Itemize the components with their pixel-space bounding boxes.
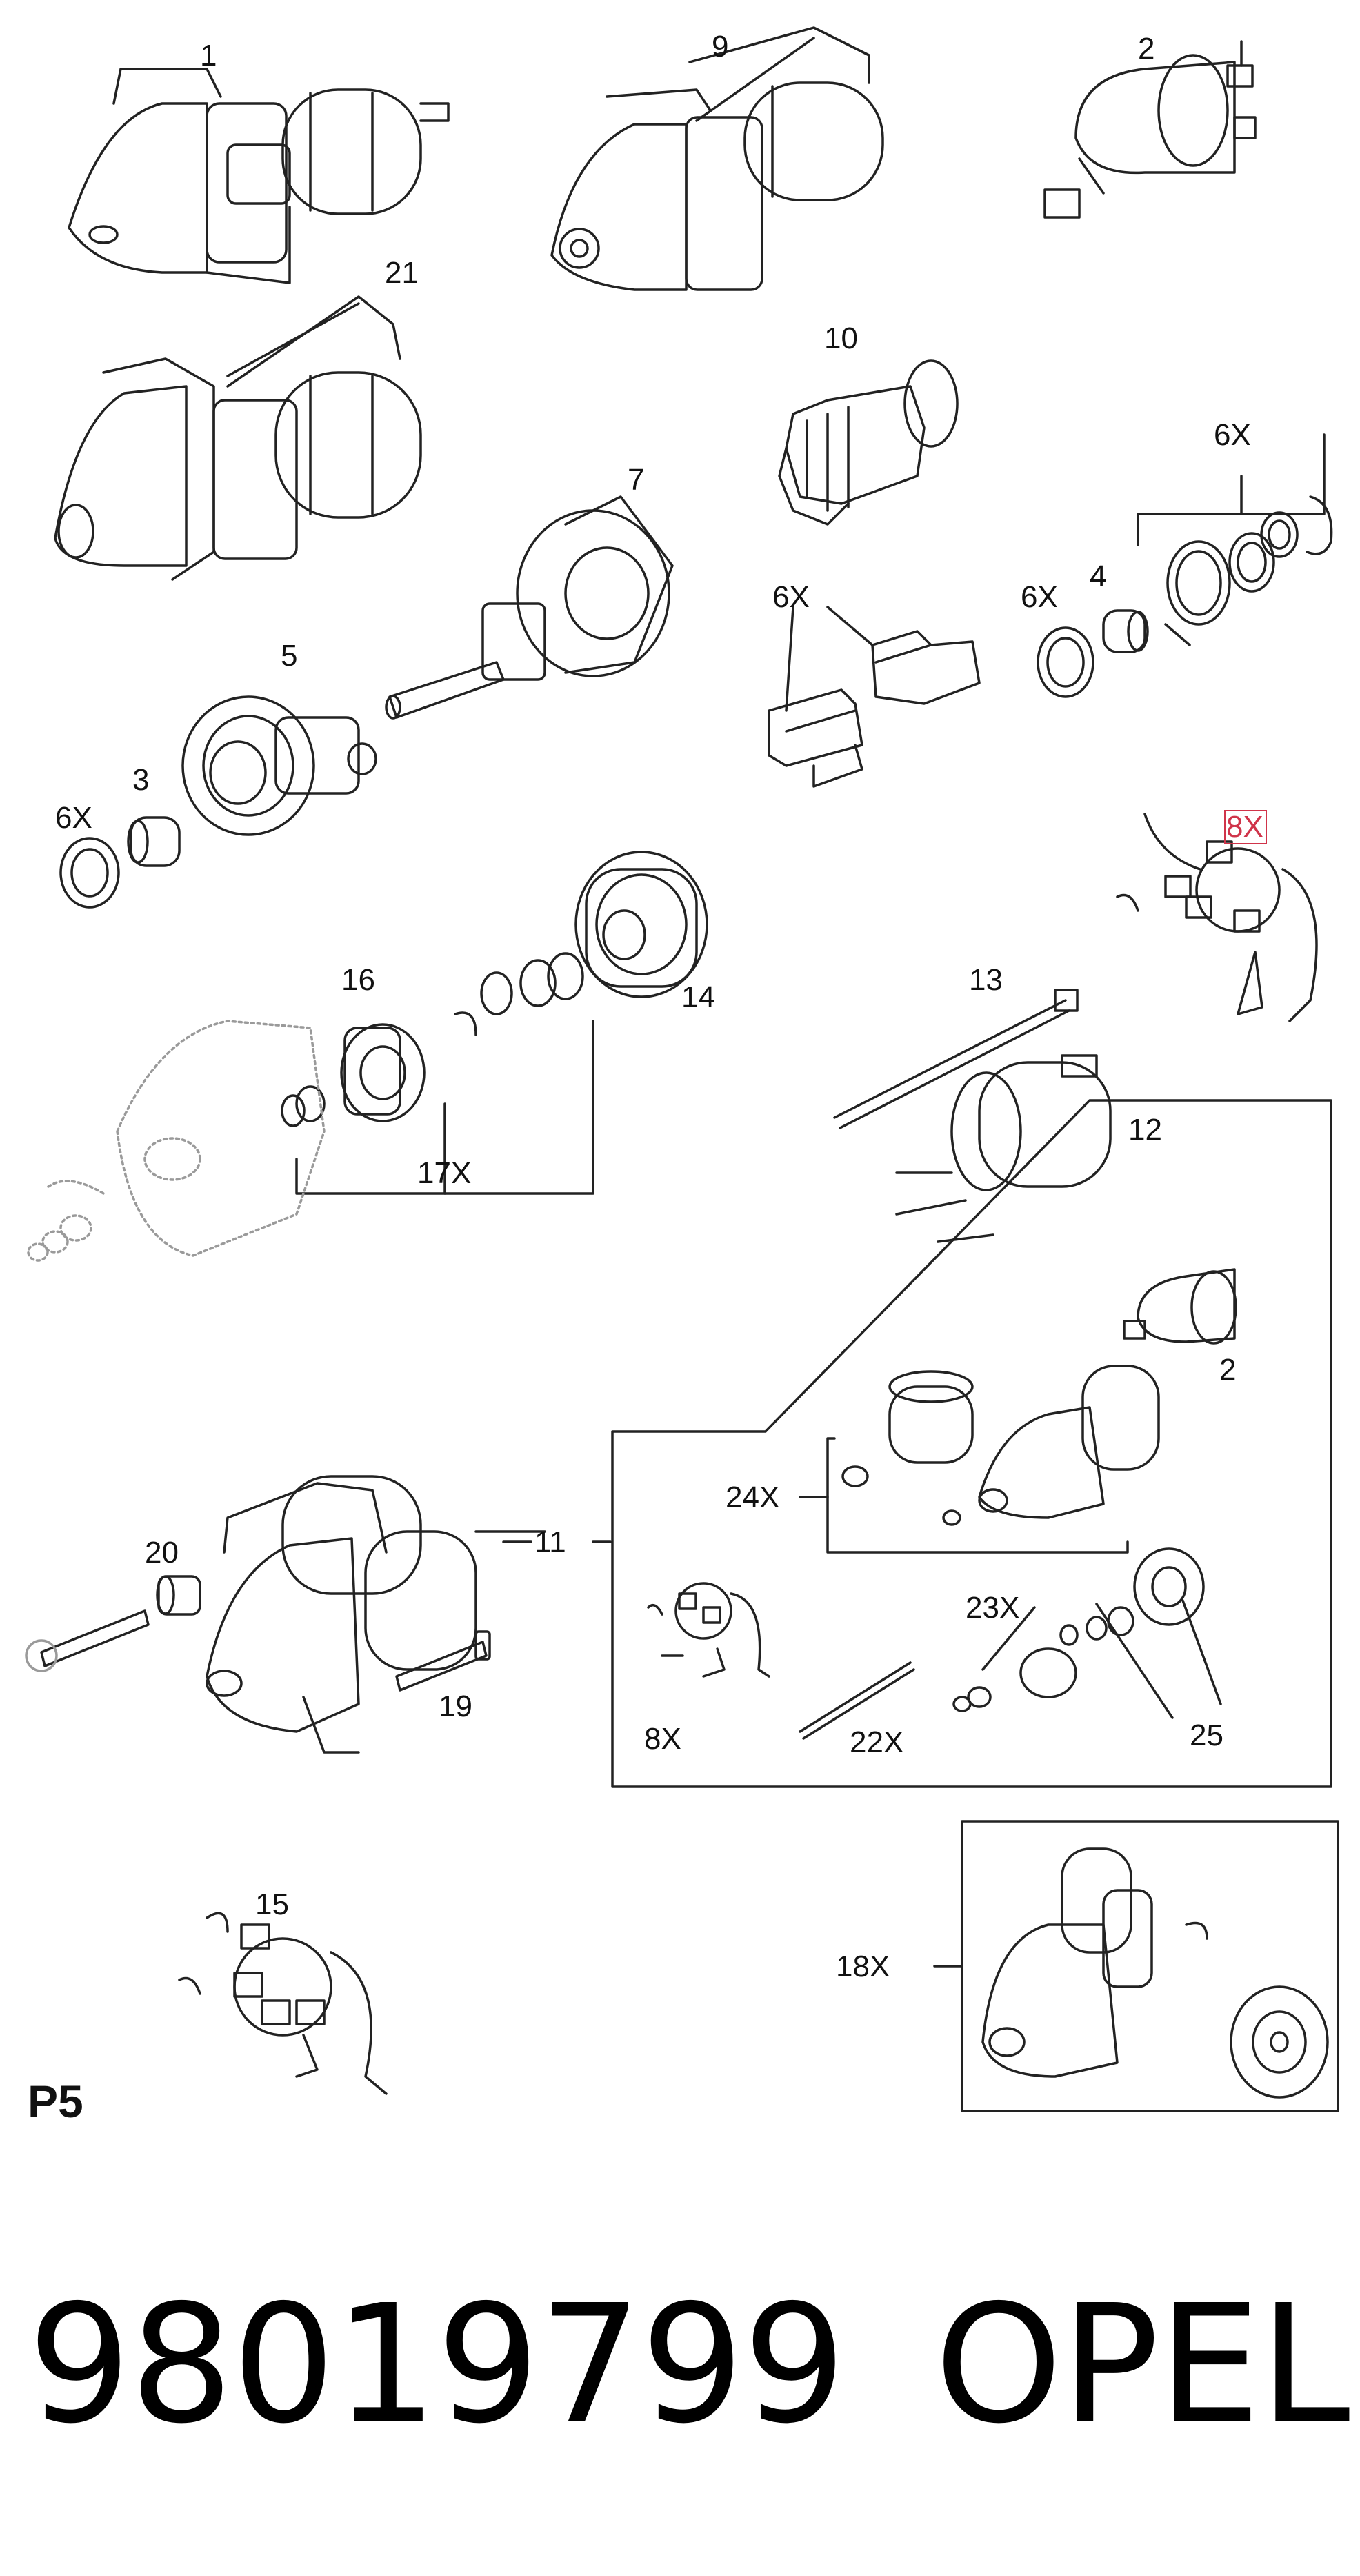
brush-holder-8x (1116, 813, 1318, 1022)
bushing-4 (1102, 609, 1149, 653)
armature-7 (385, 495, 674, 720)
callout-8x-highlighted[interactable]: 8X (1226, 810, 1263, 844)
callout-21: 21 (385, 256, 419, 290)
callout-8x-lower: 8X (644, 1722, 681, 1756)
callout-24x: 24X (726, 1480, 779, 1514)
washer-6x-left (59, 837, 120, 909)
solenoid-2 (1043, 40, 1257, 219)
kit-24x-parts (841, 1365, 1160, 1526)
bushing-3 (127, 816, 181, 867)
callout-18x: 18X (836, 1950, 890, 1983)
pinion-gear-5 (181, 695, 377, 836)
callout-19: 19 (439, 1690, 472, 1723)
ring-set-6x (1137, 433, 1333, 626)
brand-name: OPEL (934, 2270, 1350, 2459)
kit-box-18x (933, 1820, 1339, 2112)
callout-5: 5 (281, 639, 297, 673)
page-label: P5 (28, 2076, 83, 2127)
highlight-box (1224, 810, 1267, 844)
callout-1: 1 (200, 39, 217, 72)
callout-14: 14 (681, 980, 715, 1014)
callout-10: 10 (824, 321, 858, 355)
callout-2-mid: 2 (1219, 1353, 1236, 1387)
callout-7: 7 (628, 463, 644, 497)
kit-23x-parts (799, 1547, 1222, 1740)
callout-6x-clip: 6X (772, 580, 810, 614)
callout-23x: 23X (966, 1591, 1019, 1625)
starter-motor-11 (206, 1475, 546, 1754)
clip-6x (768, 688, 863, 788)
callout-4: 4 (1090, 559, 1106, 593)
seal-ring-6x (1037, 626, 1094, 698)
solenoid-2-mid (1123, 1268, 1237, 1345)
brush-plate-8x-kit (647, 1582, 770, 1678)
bolt-20 (25, 1609, 150, 1672)
callout-2: 2 (1138, 32, 1154, 66)
callout-16: 16 (341, 963, 375, 997)
stud-19 (395, 1630, 491, 1692)
kit-box-11 (611, 1099, 1332, 1788)
solenoid-12 (895, 1054, 1112, 1243)
callout-20: 20 (145, 1536, 179, 1569)
drive-pinion-10 (778, 359, 959, 526)
callout-3: 3 (132, 763, 149, 797)
pinion-16 (340, 1023, 426, 1122)
starter-motor-21 (54, 295, 422, 581)
callout-9: 9 (712, 30, 728, 63)
callout-12: 12 (1128, 1113, 1162, 1147)
starter-ghost (27, 1020, 326, 1262)
callout-6x-ring: 6X (1021, 580, 1058, 614)
callout-6x-top: 6X (1214, 418, 1251, 452)
callout-25: 25 (1190, 1718, 1223, 1752)
part-number: 98019799 (28, 2270, 846, 2459)
terminal-block (871, 630, 981, 705)
callout-13: 13 (969, 963, 1003, 997)
starter-motor-1 (68, 68, 450, 284)
spacer-20 (156, 1575, 201, 1616)
callout-17x: 17X (417, 1156, 471, 1190)
brush-holder-15 (178, 1912, 388, 2095)
washer-set-17x (281, 952, 594, 1195)
starter-motor-9 (550, 26, 884, 291)
callout-11: 11 (534, 1525, 566, 1559)
callout-15: 15 (255, 1888, 289, 1921)
callout-6x-left: 6X (55, 801, 92, 835)
drive-housing-14 (574, 851, 708, 998)
through-bolt-13 (833, 989, 1079, 1129)
callout-22x: 22X (850, 1725, 903, 1759)
